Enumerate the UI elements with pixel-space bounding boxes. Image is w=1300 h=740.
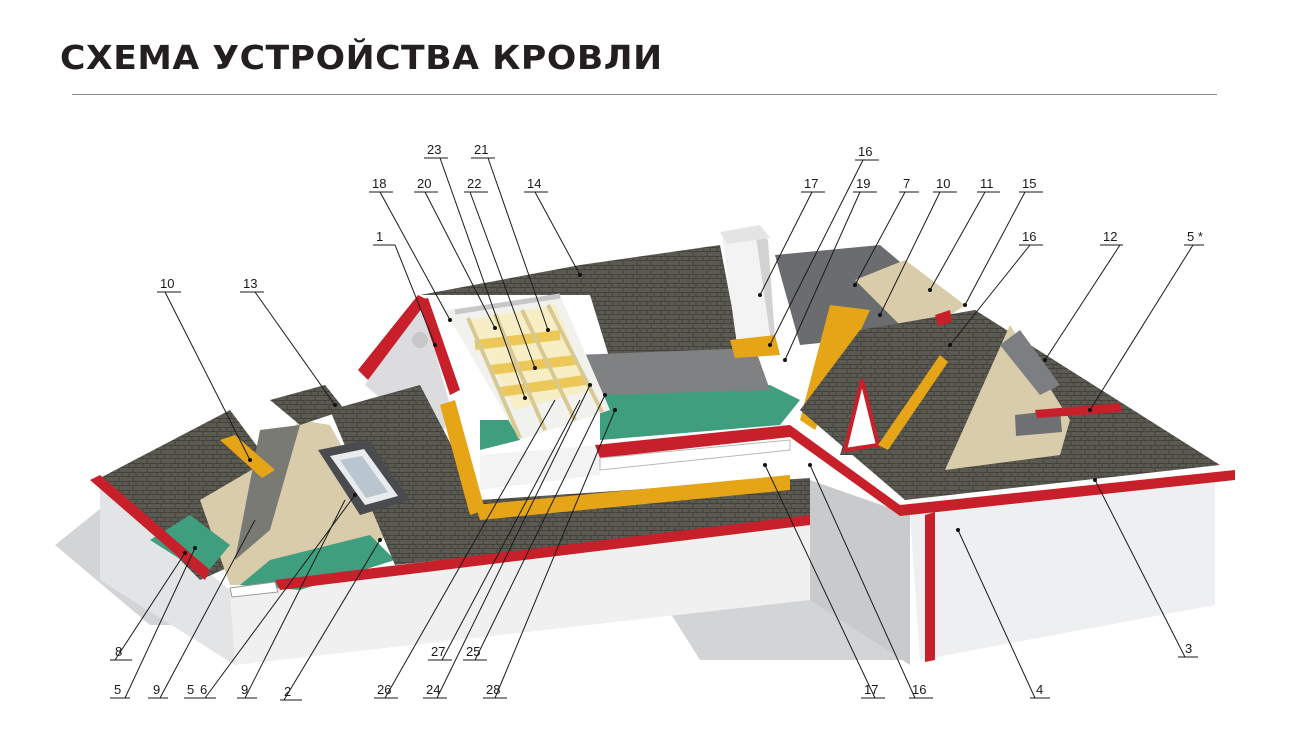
- callout-label: 17: [804, 176, 818, 191]
- callout-label: 16: [858, 144, 872, 159]
- callout-label: 28: [486, 682, 500, 697]
- callout-label: 3: [1185, 641, 1192, 656]
- callout-leaders: [114, 157, 1194, 701]
- roof-left-membrane-b: [150, 515, 230, 575]
- callout-label: 16: [912, 682, 926, 697]
- roof-front-main-shingles: [330, 385, 810, 565]
- callout-label: 13: [243, 276, 257, 291]
- gutters: [90, 295, 1235, 662]
- roof-aerator: [935, 310, 952, 326]
- callout-label: 6: [200, 682, 207, 697]
- callout-label: 8: [115, 644, 122, 659]
- title-divider: [72, 94, 1217, 95]
- valley-front-long: [475, 475, 790, 520]
- page-title: СХЕМА УСТРОЙСТВА КРОВЛИ: [60, 38, 663, 77]
- roof-upper-underlay: [575, 348, 770, 395]
- valley-front: [440, 400, 485, 515]
- valley-left: [220, 435, 275, 478]
- callout-labels: 1 2 3 4 5 5 5 * 6 7 8 9 9 10 10 11 12 13…: [110, 142, 1204, 701]
- valley-dormer: [878, 355, 948, 450]
- callout-label: 15: [1022, 176, 1036, 191]
- wall-right-front: [810, 480, 910, 665]
- wall-dormer-front: [480, 445, 600, 490]
- roof-window: [318, 440, 410, 515]
- roof-upper-membrane: [600, 385, 800, 440]
- callout-label: 7: [903, 176, 910, 191]
- callout-label: 22: [467, 176, 481, 191]
- wall-front-main: [230, 520, 810, 665]
- callout-label: 2: [284, 684, 291, 699]
- callout-label: 25: [466, 644, 480, 659]
- callout-label: 26: [377, 682, 391, 697]
- callout-label: 5: [114, 682, 121, 697]
- callout-label: 24: [426, 682, 440, 697]
- callout-label: 16: [1022, 229, 1036, 244]
- callout-label: 10: [160, 276, 174, 291]
- roof-upper-back-shingles: [420, 245, 740, 360]
- callout-label: 20: [417, 176, 431, 191]
- callout-label: 12: [1103, 229, 1117, 244]
- roof-front-insulation: [480, 420, 520, 450]
- callout-label: 11: [980, 176, 994, 191]
- callout-label: 19: [856, 176, 870, 191]
- callout-label: 4: [1036, 682, 1043, 697]
- callout-label: 5: [187, 682, 194, 697]
- callout-label: 10: [936, 176, 950, 191]
- gable-vent: [412, 332, 428, 348]
- roof-left-membrane: [240, 535, 395, 590]
- wall-right-wing: [910, 480, 1215, 660]
- callout-label: 9: [153, 682, 160, 697]
- roof-right-gable-grey: [1000, 330, 1060, 395]
- callout-label: 5 *: [1187, 229, 1203, 244]
- callout-label: 1: [376, 229, 383, 244]
- callout-label: 18: [372, 176, 386, 191]
- callout-label: 14: [527, 176, 541, 191]
- dormer-face: [842, 379, 881, 453]
- rafter-cutaway: [445, 293, 610, 440]
- roof-left-ridge: [270, 385, 345, 425]
- callout-label: 27: [431, 644, 445, 659]
- callout-label: 17: [864, 682, 878, 697]
- callout-label: 21: [474, 142, 488, 157]
- callout-label: 9: [241, 682, 248, 697]
- callout-label: 23: [427, 142, 441, 157]
- chimney: [720, 225, 780, 358]
